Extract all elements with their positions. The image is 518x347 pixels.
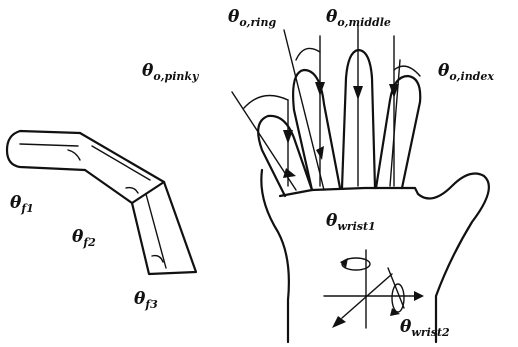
wrist-diagonal-arrow [332, 316, 346, 328]
index-axis-line [390, 60, 400, 186]
index-abduction-arc [394, 66, 420, 76]
palm-contour [261, 170, 489, 342]
label-theta-o-index: θo,index [438, 61, 494, 83]
label-theta-f2: θf2 [72, 227, 96, 249]
finger-segments [7, 131, 196, 274]
pinky-vertical-arrow [283, 130, 293, 144]
wrist-horizontal-arrow [414, 291, 424, 301]
label-theta-f3: θf3 [134, 289, 158, 311]
label-theta-wrist2: θwrist2 [400, 317, 450, 339]
index-finger [376, 76, 420, 188]
finger-inner-line-1 [20, 144, 78, 146]
wrist2-rotation-loop [392, 284, 404, 312]
finger-inner-line-2 [92, 146, 150, 180]
finger-distal-phalanx [7, 131, 85, 170]
label-theta-o-middle: θo,middle [326, 7, 391, 29]
joint-arc-f3 [152, 256, 163, 262]
pinky-abduction-arc [244, 96, 288, 109]
label-theta-o-pinky: θo,pinky [142, 61, 200, 83]
label-theta-wrist1: θwrist1 [326, 211, 376, 233]
pinky-axis-arrow [283, 168, 296, 178]
joint-arc-f2 [126, 188, 138, 193]
label-theta-f1: θf1 [10, 193, 34, 215]
middle-axis-arrow [353, 86, 363, 100]
ring-finger [293, 70, 340, 190]
finger-middle-phalanx [80, 133, 164, 203]
ring-abduction-arc [296, 48, 320, 60]
angle-labels: θf1 θf2 θf3 θo,pinky θo,ring θo,middle θ… [10, 7, 494, 339]
finger-inner-line-3 [146, 194, 166, 268]
label-theta-o-ring: θo,ring [228, 7, 276, 29]
joint-arc-f1 [68, 150, 80, 160]
